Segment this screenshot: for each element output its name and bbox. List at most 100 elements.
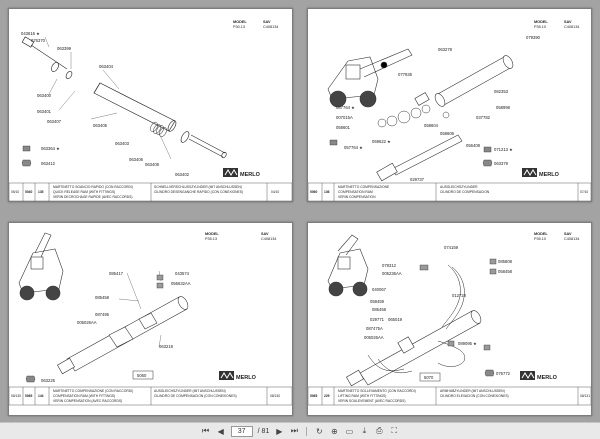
download-icon[interactable]: ⤓ bbox=[362, 426, 367, 435]
svg-text:5060: 5060 bbox=[310, 190, 318, 194]
svg-text:043574: 043574 bbox=[175, 271, 190, 276]
svg-text:5065: 5065 bbox=[310, 394, 318, 398]
svg-text:CILINDRO DESENGANCHE RAPIDO (C: CILINDRO DESENGANCHE RAPIDO (CON CONEXIO… bbox=[154, 190, 243, 194]
svg-text:056632AA: 056632AA bbox=[171, 281, 191, 286]
svg-text:085808: 085808 bbox=[498, 259, 513, 264]
svg-text:MERLO: MERLO bbox=[539, 172, 560, 178]
svg-text:087764 ★: 087764 ★ bbox=[336, 105, 355, 110]
svg-text:229: 229 bbox=[324, 394, 330, 398]
svg-text:P35.10: P35.10 bbox=[534, 237, 546, 241]
svg-text:MODEL: MODEL bbox=[534, 20, 548, 24]
svg-text:04/10: 04/10 bbox=[271, 190, 279, 194]
svg-text:074159: 074159 bbox=[444, 245, 459, 250]
svg-text:005236AA: 005236AA bbox=[382, 271, 402, 276]
part-label: 063407 bbox=[47, 119, 62, 124]
part-label: 043616 ★ bbox=[21, 31, 40, 36]
svg-text:087495: 087495 bbox=[95, 312, 110, 317]
part-label: 076370 bbox=[31, 38, 46, 43]
first-page-icon[interactable]: ⏮ bbox=[202, 426, 210, 435]
svg-text:058604: 058604 bbox=[424, 123, 439, 128]
toolbar-divider bbox=[306, 426, 308, 436]
svg-text:07/10: 07/10 bbox=[580, 190, 588, 194]
svg-text:136: 136 bbox=[324, 190, 330, 194]
part-label: 063403 bbox=[115, 141, 130, 146]
svg-text:5040: 5040 bbox=[25, 190, 33, 194]
svg-text:MARTINETTO SGANCIO RAPIDO (CON: MARTINETTO SGANCIO RAPIDO (CON RACCORDI) bbox=[53, 185, 133, 189]
svg-text:089095 ★: 089095 ★ bbox=[458, 341, 477, 346]
svg-text:COMPENSATION RAM: COMPENSATION RAM bbox=[338, 190, 373, 194]
svg-text:08/130: 08/130 bbox=[270, 394, 280, 398]
svg-text:MODEL: MODEL bbox=[534, 232, 548, 236]
pdf-viewer-area[interactable]: MODEL P30.13 SAV C408134 bbox=[0, 0, 600, 422]
part-label: 063399 bbox=[57, 46, 72, 51]
svg-text:058459: 058459 bbox=[370, 299, 385, 304]
part-label: 063400 bbox=[37, 93, 52, 98]
fit-icon[interactable]: ▭ bbox=[345, 426, 354, 436]
svg-text:MARTINETTO COMPENSAZIONE (CON: MARTINETTO COMPENSAZIONE (CON RACCORDI) bbox=[53, 389, 133, 393]
svg-text:CILINDRO DE COMPENSACION: CILINDRO DE COMPENSACION bbox=[440, 190, 490, 194]
svg-text:144: 144 bbox=[38, 394, 44, 398]
svg-text:085458: 085458 bbox=[95, 295, 110, 300]
catalog-page-1: MODEL P30.13 SAV C408134 bbox=[8, 8, 293, 202]
svg-text:SAV: SAV bbox=[261, 232, 269, 236]
svg-text:058998: 058998 bbox=[496, 105, 511, 110]
zoom-icon[interactable]: ⊕ bbox=[330, 426, 338, 436]
svg-text:VERIN DECROCHAGE RAPIDE (AVEC: VERIN DECROCHAGE RAPIDE (AVEC RACCORDS) bbox=[53, 195, 132, 199]
svg-text:076772: 076772 bbox=[496, 371, 511, 376]
merlo-logo: MERLO bbox=[520, 371, 558, 381]
svg-text:05/10: 05/10 bbox=[11, 190, 19, 194]
merlo-logo: MERLO bbox=[223, 168, 261, 178]
part-label: 063412 bbox=[41, 161, 56, 166]
svg-text:063225: 063225 bbox=[41, 378, 56, 383]
fullscreen-icon[interactable]: ⛶ bbox=[391, 426, 398, 435]
svg-text:COMPENSATION RAM (WITH FITTING: COMPENSATION RAM (WITH FITTINGS) bbox=[53, 394, 115, 398]
svg-text:082353: 082353 bbox=[494, 89, 509, 94]
svg-text:P35.10: P35.10 bbox=[534, 25, 546, 29]
part-label: 063402 bbox=[175, 172, 190, 177]
part-label: 063404 bbox=[99, 64, 114, 69]
svg-text:079390: 079390 bbox=[526, 35, 541, 40]
last-page-icon[interactable]: ⏭ bbox=[290, 426, 298, 435]
svg-text:058458: 058458 bbox=[498, 269, 513, 274]
svg-text:MARTINETTO SOLLEVAMENTO (CON R: MARTINETTO SOLLEVAMENTO (CON RACCORDI) bbox=[338, 389, 416, 393]
part-label: 063405 bbox=[93, 123, 108, 128]
svg-text:005026AA: 005026AA bbox=[77, 320, 97, 325]
prev-page-icon[interactable]: ◀ bbox=[217, 426, 224, 436]
page-number-input[interactable]: 37 bbox=[230, 425, 253, 437]
catalog-page-3: MODEL P35.13 SAV C408134 bbox=[8, 222, 293, 416]
svg-text:SAV: SAV bbox=[564, 232, 572, 236]
svg-text:VERIN COMPENSATION (AVEC RACCO: VERIN COMPENSATION (AVEC RACCORDS) bbox=[53, 399, 122, 403]
parts-diagram-3: MODEL P35.13 SAV C408134 bbox=[9, 232, 292, 406]
svg-text:059622 ★: 059622 ★ bbox=[372, 139, 391, 144]
svg-text:037782: 037782 bbox=[476, 115, 491, 120]
svg-text:MODEL: MODEL bbox=[205, 232, 219, 236]
svg-text:MERLO: MERLO bbox=[537, 375, 558, 381]
telehandler-sketch bbox=[18, 232, 64, 301]
svg-text:029771: 029771 bbox=[370, 317, 385, 322]
svg-text:C408134: C408134 bbox=[261, 237, 276, 241]
next-page-icon[interactable]: ▶ bbox=[276, 426, 283, 436]
parts-diagram-4: MODEL P35.10 SAV C408134 bbox=[308, 232, 591, 406]
sav-value: C408134 bbox=[263, 25, 278, 29]
svg-text:SAV: SAV bbox=[564, 20, 572, 24]
svg-text:085458: 085458 bbox=[372, 307, 387, 312]
svg-text:005026AA: 005026AA bbox=[364, 335, 384, 340]
viewer-toolbar: ⏮ ◀ 37 / 81 ▶ ⏭ ↻ ⊕ ▭ ⤓ ⎙ ⛶ bbox=[0, 422, 600, 439]
svg-text:VERIN SOULEVEMENT (AVEC RACCOR: VERIN SOULEVEMENT (AVEC RACCORDS) bbox=[338, 399, 405, 403]
subassembly-ref: 5070 bbox=[424, 375, 434, 380]
svg-text:MARTINETTO COMPENSAZIONE: MARTINETTO COMPENSAZIONE bbox=[338, 185, 390, 189]
svg-text:SCHNELLVERSCHLUSSZYLINDER (MIT: SCHNELLVERSCHLUSSZYLINDER (MIT ANSCHLUSS… bbox=[154, 185, 242, 189]
model-label: MODEL bbox=[233, 20, 247, 24]
svg-text:007015A: 007015A bbox=[336, 115, 353, 120]
svg-text:LIFTING RAM (WITH FITTINGS): LIFTING RAM (WITH FITTINGS) bbox=[338, 394, 386, 398]
rotate-icon[interactable]: ↻ bbox=[315, 426, 323, 436]
merlo-logo: MERLO bbox=[522, 168, 560, 178]
svg-text:077935: 077935 bbox=[398, 72, 413, 77]
svg-text:029737: 029737 bbox=[410, 177, 425, 182]
svg-text:040067: 040067 bbox=[372, 287, 387, 292]
svg-text:135: 135 bbox=[38, 190, 44, 194]
svg-text:AUSGLEICHSZYLINDER (MIT ANSCHL: AUSGLEICHSZYLINDER (MIT ANSCHLUSSEN) bbox=[154, 389, 226, 393]
print-icon[interactable]: ⎙ bbox=[376, 426, 383, 435]
svg-text:CILINDRO DE COMPENSACION (CON: CILINDRO DE COMPENSACION (CON CONEXIONES… bbox=[154, 394, 237, 398]
svg-text:063379: 063379 bbox=[494, 161, 509, 166]
